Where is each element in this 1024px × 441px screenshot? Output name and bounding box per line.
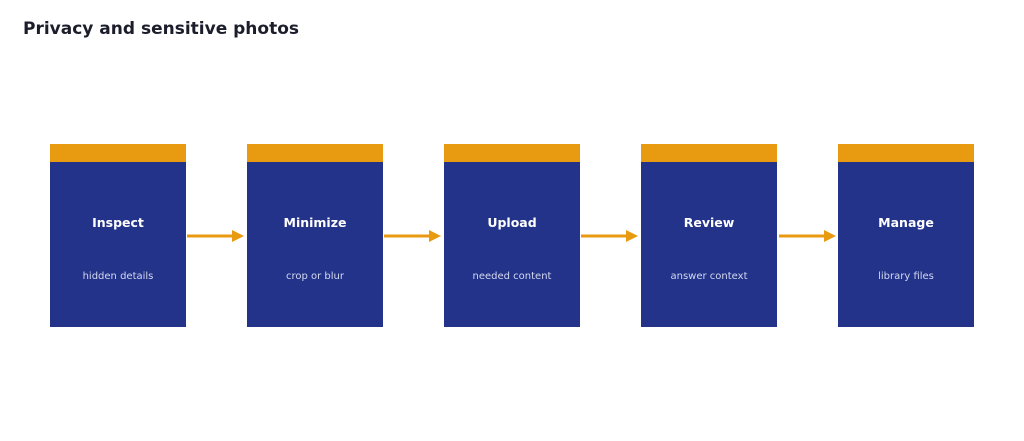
- step-minimize: Minimize crop or blur: [247, 144, 383, 327]
- step-subtitle: answer context: [670, 271, 748, 282]
- step-subtitle: library files: [878, 271, 934, 282]
- step-review: Review answer context: [641, 144, 777, 327]
- step-cap: [50, 144, 186, 162]
- step-cap: [444, 144, 580, 162]
- step-subtitle: needed content: [472, 271, 552, 282]
- arrow-right-icon: [384, 230, 441, 242]
- step-cap: [247, 144, 383, 162]
- step-body: [247, 162, 383, 327]
- step-inspect: Inspect hidden details: [50, 144, 186, 327]
- page-title: Privacy and sensitive photos: [23, 19, 300, 39]
- step-title: Inspect: [92, 215, 144, 230]
- step-title: Minimize: [283, 215, 347, 230]
- step-body: [444, 162, 580, 327]
- step-cap: [838, 144, 974, 162]
- step-body: [50, 162, 186, 327]
- step-subtitle: hidden details: [82, 271, 154, 282]
- step-body: [641, 162, 777, 327]
- arrow-right-icon: [779, 230, 836, 242]
- step-title: Manage: [878, 215, 934, 230]
- step-cap: [641, 144, 777, 162]
- arrow-right-icon: [581, 230, 638, 242]
- arrow-right-icon: [187, 230, 244, 242]
- step-title: Review: [683, 215, 735, 230]
- step-title: Upload: [487, 215, 537, 230]
- step-upload: Upload needed content: [444, 144, 580, 327]
- step-manage: Manage library files: [838, 144, 974, 327]
- step-subtitle: crop or blur: [285, 271, 345, 282]
- step-body: [838, 162, 974, 327]
